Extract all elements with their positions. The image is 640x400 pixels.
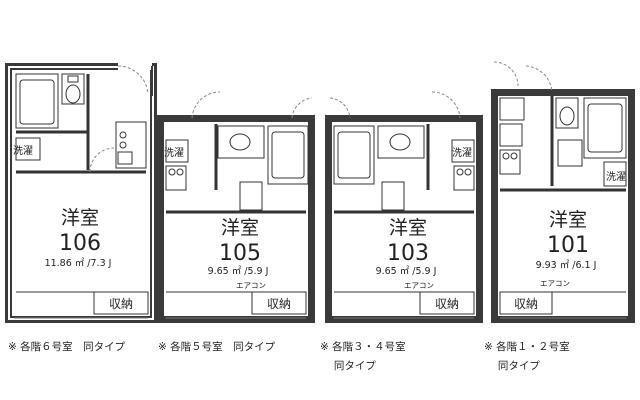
- unit-103-note: ※ 各階３・４号室 同タイプ: [320, 341, 406, 372]
- washer-space-105: [165, 139, 189, 163]
- unit-101-walls: [491, 61, 635, 323]
- unit-101-note: ※ 各階１・２号室 同タイプ: [484, 341, 570, 372]
- bathtub-105: [267, 125, 309, 185]
- unit-105-number: 105: [219, 241, 261, 266]
- unit-101-washer-label: 洗濯: [606, 171, 626, 183]
- unit-105-room-label: 洋室: [221, 217, 259, 239]
- unit-105-walls: [157, 91, 315, 323]
- unit-105-area: 9.65 ㎡ /5.9 J: [208, 266, 269, 277]
- unit-106-note: ※ 各階６号室 同タイプ: [8, 341, 126, 353]
- unit-103-room-label: 洋室: [389, 217, 427, 239]
- toilet-105: [217, 125, 265, 159]
- toilet-106: [61, 73, 85, 105]
- unit-106-washer-label: 洗濯: [13, 145, 33, 157]
- kitchen-101: [499, 149, 521, 175]
- unit-105-storage-label: 収納: [267, 297, 291, 311]
- unit-103-washer-label: 洗濯: [452, 147, 472, 159]
- unit-101-area: 9.93 ㎡ /6.1 J: [536, 260, 597, 271]
- unit-106-walls: [5, 62, 157, 323]
- unit-106-area: 11.86 ㎡ /7.3 J: [45, 258, 112, 269]
- washer-space-103: [451, 139, 475, 163]
- kitchen-103: [453, 165, 475, 191]
- washer-space-106: [15, 137, 41, 161]
- kitchen-105: [165, 165, 187, 191]
- bathtub-103: [333, 125, 375, 185]
- unit-105-aircon-label: エアコン: [236, 281, 266, 290]
- unit-103-aircon-label: エアコン: [404, 281, 434, 290]
- unit-101-storage-label: 収納: [514, 297, 538, 311]
- unit-101-room-label: 洋室: [549, 209, 587, 231]
- unit-106-number: 106: [59, 231, 101, 256]
- bathtub-106: [15, 73, 59, 129]
- unit-106-room-label: 洋室: [61, 207, 99, 229]
- unit-103-number: 103: [387, 241, 429, 266]
- unit-105-note: ※ 各階５号室 同タイプ: [158, 341, 276, 353]
- unit-103-storage-label: 収納: [435, 297, 459, 311]
- unit-103-walls: [325, 91, 483, 323]
- washer-space-101: [499, 123, 523, 147]
- unit-103-area: 9.65 ㎡ /5.9 J: [376, 266, 437, 277]
- unit-106-storage-label: 収納: [109, 297, 133, 311]
- unit-101-aircon-label: エアコン: [540, 279, 570, 288]
- toilet-103: [377, 125, 425, 159]
- unit-101-number: 101: [547, 233, 589, 258]
- bathtub-101: [583, 97, 627, 159]
- toilet-101: [555, 97, 579, 129]
- unit-105-washer-label: 洗濯: [164, 147, 184, 159]
- kitchen-106: [115, 121, 147, 169]
